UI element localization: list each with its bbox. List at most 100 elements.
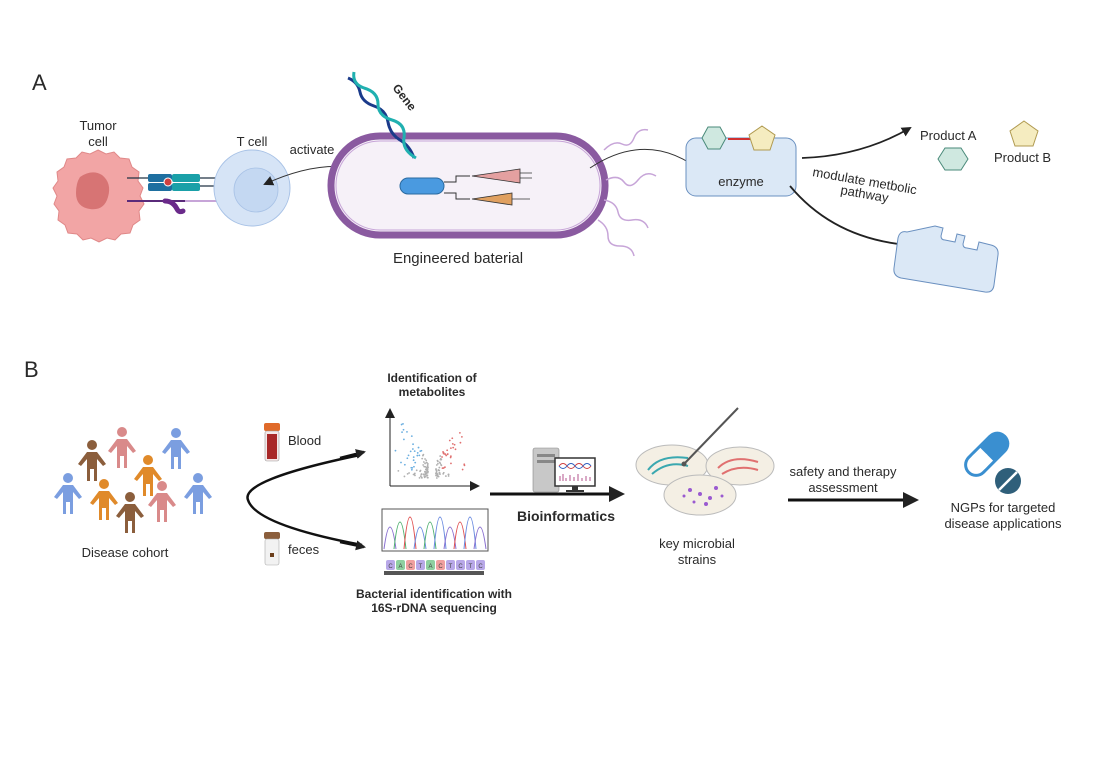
volcano-point	[438, 471, 441, 474]
volcano-point	[449, 447, 452, 450]
activate-label: activate	[290, 142, 335, 157]
dna-base	[466, 560, 475, 570]
dna-base	[446, 560, 455, 570]
dna-base	[426, 560, 435, 570]
assessment-label-2: assessment	[808, 480, 878, 495]
volcano-point	[423, 465, 426, 468]
volcano-point	[446, 453, 449, 455]
volcano-point	[413, 450, 416, 453]
person-icon	[90, 479, 118, 520]
tumor-cell-label-2: cell	[88, 134, 108, 149]
volcano-point	[438, 469, 441, 472]
volcano-point	[397, 469, 400, 472]
volcano-point	[408, 472, 410, 474]
volcano-point	[442, 472, 445, 475]
volcano-point	[437, 460, 439, 463]
volcano-point	[426, 476, 429, 479]
volcano-point	[435, 477, 438, 479]
volcano-point	[411, 448, 414, 450]
volcano-point	[421, 477, 423, 479]
volcano-point	[450, 462, 452, 465]
volcano-point	[445, 454, 448, 457]
volcano-point	[412, 456, 415, 458]
dna-base	[406, 560, 415, 570]
volcano-point	[438, 466, 441, 469]
volcano-point	[425, 466, 428, 469]
dna-base	[386, 560, 395, 570]
volcano-point	[421, 457, 424, 460]
dna-base	[456, 560, 465, 570]
volcano-point	[435, 472, 437, 475]
disease-cohort-icon	[54, 427, 212, 533]
person-icon	[148, 481, 176, 522]
volcano-point	[394, 449, 397, 452]
volcano-point	[427, 470, 429, 473]
volcano-point	[439, 455, 442, 457]
volcano-point	[454, 448, 457, 451]
person-icon	[184, 473, 212, 514]
volcano-point	[401, 431, 403, 434]
blood-tube-icon	[264, 423, 280, 462]
volcano-point	[415, 469, 418, 472]
volcano-point	[444, 466, 446, 469]
feces-label: feces	[288, 542, 320, 557]
chromatogram-peak	[433, 516, 447, 550]
dna-base-letter: A	[398, 564, 402, 570]
volcano-point	[419, 475, 422, 478]
dna-base	[396, 560, 405, 570]
volcano-point	[406, 472, 409, 475]
volcano-point	[424, 462, 426, 465]
enzyme-icon	[685, 125, 797, 197]
enzyme-label: enzyme	[718, 174, 764, 189]
volcano-point	[440, 463, 442, 466]
volcano-plot-icon	[385, 408, 480, 491]
dna-base-letter: C	[388, 564, 393, 570]
assessment-label-1: safety and therapy	[790, 464, 897, 479]
person-icon	[78, 440, 106, 481]
volcano-point	[412, 443, 414, 446]
volcano-point	[414, 461, 417, 464]
bacterium-label: Engineered baterial	[393, 250, 523, 267]
volcano-point	[406, 430, 408, 433]
strains-label-2: strains	[678, 552, 717, 567]
volcano-point	[424, 470, 427, 473]
volcano-point	[403, 463, 406, 466]
dna-helix-icon	[347, 71, 417, 160]
engineered-bacterium-icon	[327, 128, 657, 257]
t-cell-label: T cell	[237, 134, 268, 149]
volcano-point	[449, 456, 452, 459]
volcano-point	[402, 438, 405, 441]
product-a-label: Product A	[920, 128, 977, 143]
metabolites-label-2: metabolites	[399, 385, 466, 399]
tumor-cell-label-1: Tumor	[79, 118, 117, 133]
dna-base-letter: T	[419, 564, 423, 570]
dna-base-letter: A	[428, 564, 432, 570]
volcano-point	[425, 459, 428, 462]
volcano-point	[418, 476, 421, 479]
volcano-point	[447, 475, 450, 477]
computer-icon	[532, 447, 596, 493]
volcano-point	[424, 458, 426, 460]
volcano-point	[458, 431, 461, 434]
volcano-point	[424, 473, 427, 476]
person-icon	[54, 473, 82, 514]
dna-base-letter: C	[458, 564, 463, 570]
volcano-point	[420, 473, 423, 476]
panel-a-label: A	[32, 70, 47, 95]
volcano-point	[417, 446, 420, 449]
ngps-label-1: NGPs for targeted	[951, 500, 1056, 515]
volcano-point	[446, 449, 449, 452]
volcano-point	[400, 423, 403, 426]
volcano-point	[441, 456, 443, 458]
volcano-point	[444, 475, 447, 477]
volcano-point	[402, 422, 404, 425]
receptor-complex-icon	[127, 174, 228, 215]
product-b-label: Product B	[994, 150, 1051, 165]
volcano-point	[422, 473, 425, 476]
volcano-point	[419, 470, 421, 473]
volcano-point	[442, 467, 445, 469]
volcano-point	[463, 464, 466, 467]
volcano-point	[447, 473, 450, 476]
product-a-hexagon-icon	[937, 147, 969, 171]
